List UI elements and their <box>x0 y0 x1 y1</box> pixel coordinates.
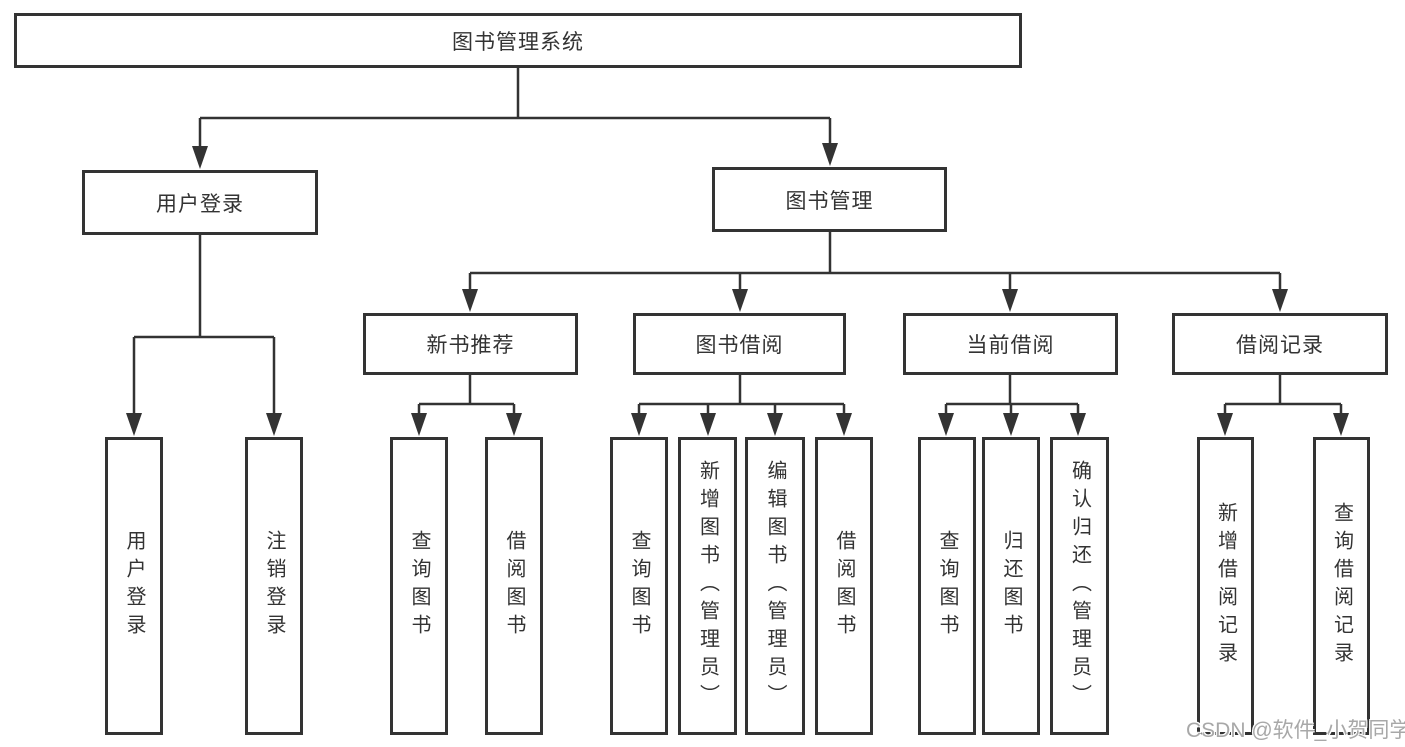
leaf-add-borrow-record-label: 新增借阅记录 <box>1214 502 1237 670</box>
node-borrowing-records: 借阅记录 <box>1172 313 1388 375</box>
leaf-user-login-label: 用户登录 <box>123 530 145 642</box>
node-book-borrowing-label: 图书借阅 <box>695 334 784 357</box>
leaf-query-borrow-record: 查询借阅记录 <box>1313 437 1370 735</box>
leaf-add-books-admin-label: 新增图书（管理员） <box>696 460 719 712</box>
leaf-query-books-borrow-label: 查询图书 <box>628 530 650 642</box>
node-book-management-label: 图书管理 <box>785 189 874 213</box>
leaf-logout: 注销登录 <box>245 437 303 735</box>
node-book-borrowing: 图书借阅 <box>633 313 846 375</box>
leaf-borrow-books-label: 借阅图书 <box>833 530 855 642</box>
node-current-borrowing-label: 当前借阅 <box>966 334 1055 357</box>
leaf-query-books-current-label: 查询图书 <box>936 530 958 642</box>
leaf-add-borrow-record: 新增借阅记录 <box>1197 437 1254 735</box>
leaf-query-books-borrow: 查询图书 <box>610 437 668 735</box>
leaf-query-books-current: 查询图书 <box>918 437 976 735</box>
node-book-management: 图书管理 <box>712 167 947 232</box>
watermark: CSDN @软件_小贺同学 <box>1186 719 1405 742</box>
leaf-edit-books-admin-label: 编辑图书（管理员） <box>764 460 786 712</box>
leaf-add-books-admin: 新增图书（管理员） <box>678 437 737 735</box>
leaf-borrow-books: 借阅图书 <box>815 437 873 735</box>
leaf-query-books-recommend: 查询图书 <box>390 437 448 735</box>
node-root-label: 图书管理系统 <box>452 30 584 54</box>
leaf-logout-label: 注销登录 <box>263 530 285 642</box>
leaf-query-borrow-record-label: 查询借阅记录 <box>1330 502 1353 670</box>
leaf-borrow-books-recommend-label: 借阅图书 <box>503 530 525 642</box>
leaf-edit-books-admin: 编辑图书（管理员） <box>745 437 805 735</box>
leaf-confirm-return-admin-label: 确认归还（管理员） <box>1068 460 1091 712</box>
node-new-book-recommend-label: 新书推荐 <box>426 334 515 357</box>
node-root: 图书管理系统 <box>14 13 1022 68</box>
node-current-borrowing: 当前借阅 <box>903 313 1118 375</box>
leaf-user-login: 用户登录 <box>105 437 163 735</box>
leaf-return-books: 归还图书 <box>982 437 1040 735</box>
node-new-book-recommend: 新书推荐 <box>363 313 578 375</box>
node-borrowing-records-label: 借阅记录 <box>1236 334 1324 357</box>
leaf-return-books-label: 归还图书 <box>1000 530 1022 642</box>
node-user-login: 用户登录 <box>82 170 318 235</box>
leaf-borrow-books-recommend: 借阅图书 <box>485 437 543 735</box>
node-user-login-label: 用户登录 <box>156 192 244 216</box>
leaf-confirm-return-admin: 确认归还（管理员） <box>1050 437 1109 735</box>
leaf-query-books-recommend-label: 查询图书 <box>408 530 430 642</box>
arrowheads <box>126 143 1349 436</box>
